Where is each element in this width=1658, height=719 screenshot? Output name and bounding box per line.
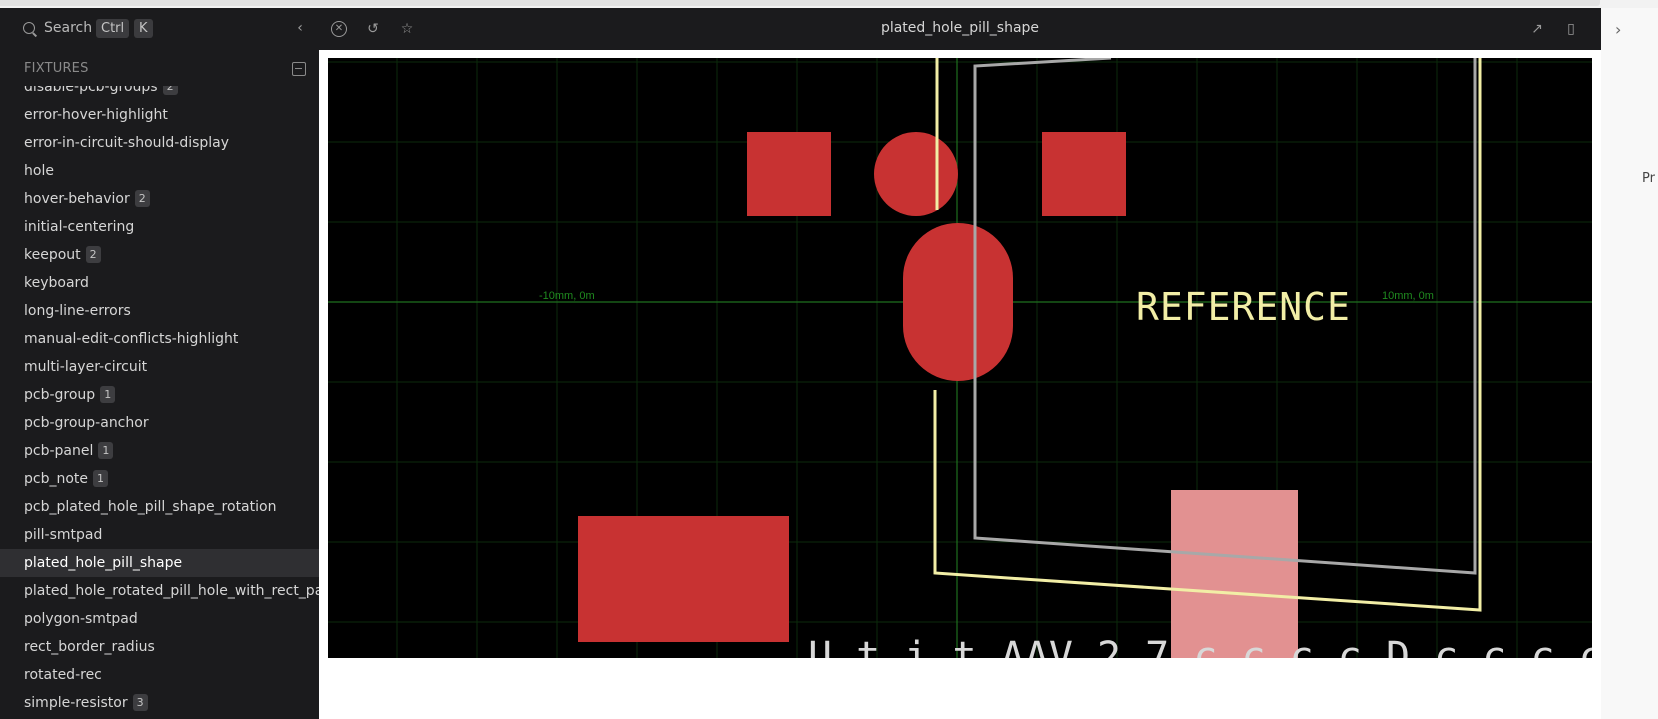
shortcut-key-k: K [134,19,153,38]
search-label: Search [44,20,93,36]
fixture-item-label: keepout [24,247,81,263]
fixture-item-label: pcb-panel [24,443,94,459]
courtyard-outline [973,58,1477,575]
fixture-count-badge: 1 [93,470,109,487]
square-pad-right[interactable] [1042,132,1126,216]
fixture-item-label: manual-edit-conflicts-highlight [24,331,239,347]
fixture-item[interactable]: pcb-group-anchor [0,409,319,437]
square-pad-left[interactable] [747,132,831,216]
fixture-item-label: simple-resistor [24,695,128,711]
chevron-left-icon[interactable]: ‹ [297,20,303,36]
fixture-item-label: rotated-rec [24,667,102,683]
fixture-item-label: pcb-group [24,387,96,403]
reload-icon[interactable]: ↺ [367,21,379,37]
preview-toolbar: ✕ ↺ ☆ plated_hole_pill_shape ↗ ▯ [319,8,1601,50]
fixture-item-label: polygon-smtpad [24,611,138,627]
shortcut-key-ctrl: Ctrl [96,19,130,38]
fixture-item[interactable]: pcb_plated_hole_pill_shape_rotation [0,493,319,521]
search-bar[interactable]: Search Ctrl K ‹ [0,8,319,50]
fixture-count-badge: 2 [134,190,150,207]
fixture-item-label: keyboard [24,275,89,291]
fixture-item[interactable]: initial-centering [0,213,319,241]
fixture-item-label: rect_border_radius [24,639,155,655]
fixture-item[interactable]: manual-edit-conflicts-highlight [0,325,319,353]
document-title: plated_hole_pill_shape [880,20,1040,36]
fixture-item[interactable]: error-hover-highlight [0,101,319,129]
fixture-item[interactable]: disable-pcb-groups 2 [0,86,319,101]
fixture-list: disable-pcb-groups 2 error-hover-highlight… [0,86,319,719]
star-icon[interactable]: ☆ [400,21,414,37]
fixture-item[interactable]: rotated-rec [0,661,319,689]
fixture-item-label: pcb_plated_hole_pill_shape_rotation [24,499,277,515]
fixture-count-badge: 2 [85,246,101,263]
window-top-strip [0,0,1658,8]
fixture-item-label: pcb_note [24,471,89,487]
fixture-item[interactable]: pill-smtpad [0,521,319,549]
fixtures-sidebar: Search Ctrl K ‹ FIXTURES disable-pcb-gro… [0,8,319,719]
circular-pad[interactable] [874,132,958,216]
fixture-item-label: hole [24,163,54,179]
right-panel: › Pr [1601,8,1658,719]
fixture-item[interactable]: plated_hole_pill_shape [0,549,319,577]
fixture-count-badge: 2 [162,86,178,95]
rect-pad-bottom-left[interactable] [578,516,789,642]
fixture-item-label: multi-layer-circuit [24,359,148,375]
fixture-item[interactable]: rect_border_radius [0,633,319,661]
open-external-icon[interactable]: ↗ [1531,21,1543,37]
fixture-item-label: long-line-errors [24,303,131,319]
reference-text: REFERENCE [1136,285,1351,329]
fixture-item-label: error-in-circuit-should-display [24,135,230,151]
pill-plated-hole[interactable] [903,223,1013,381]
fixture-item-label: plated_hole_rotated_pill_hole_with_rect_… [24,583,319,599]
fixture-item[interactable]: polygon-smtpad [0,605,319,633]
fixture-item-label: pill-smtpad [24,527,103,543]
device-icon[interactable]: ▯ [1567,21,1575,37]
preview-panel: ✕ ↺ ☆ plated_hole_pill_shape ↗ ▯ -10mm, … [319,8,1601,719]
fixture-item[interactable]: hole [0,157,319,185]
right-panel-partial-text: Pr [1642,171,1655,186]
fixture-item[interactable]: long-line-errors [0,297,319,325]
fixture-item[interactable]: multi-layer-circuit [0,353,319,381]
axis-label-left: -10mm, 0m [539,290,595,302]
chevron-right-icon[interactable]: › [1615,20,1622,39]
fixture-item-label: error-hover-highlight [24,107,168,123]
pcb-viewer-svg[interactable]: -10mm, 0m 10mm, 0m REFERENCE U t i t AAV… [328,58,1592,658]
fixture-count-badge: 1 [98,442,114,459]
fixture-item-label: initial-centering [24,219,135,235]
fixture-item-label: pcb-group-anchor [24,415,149,431]
fixtures-section-header: FIXTURES [24,61,89,76]
fixture-item-label: plated_hole_pill_shape [24,555,183,571]
fixture-count-badge: 3 [132,694,148,711]
bottom-silkscreen-text: U t i t AAV 2 7 c c c c D c c c c [808,634,1592,658]
fixture-count-badge: 1 [100,386,116,403]
rect-pad-bottom-right[interactable] [1171,490,1298,658]
silkscreen-outline [933,58,1482,612]
fixture-item[interactable]: keyboard [0,269,319,297]
collapse-all-icon[interactable] [292,62,306,76]
fixture-item-label: hover-behavior [24,191,130,207]
fixture-item[interactable]: error-in-circuit-should-display [0,129,319,157]
pcb-canvas[interactable]: -10mm, 0m 10mm, 0m REFERENCE U t i t AAV… [328,58,1592,658]
search-icon [23,22,35,34]
close-circle-icon[interactable]: ✕ [331,21,347,37]
axis-label-right: 10mm, 0m [1382,290,1434,302]
fixture-item-label: disable-pcb-groups [24,86,158,95]
horizontal-scrollbar[interactable] [0,0,1600,6]
fixture-item[interactable]: plated_hole_rotated_pill_hole_with_rect_… [0,577,319,605]
